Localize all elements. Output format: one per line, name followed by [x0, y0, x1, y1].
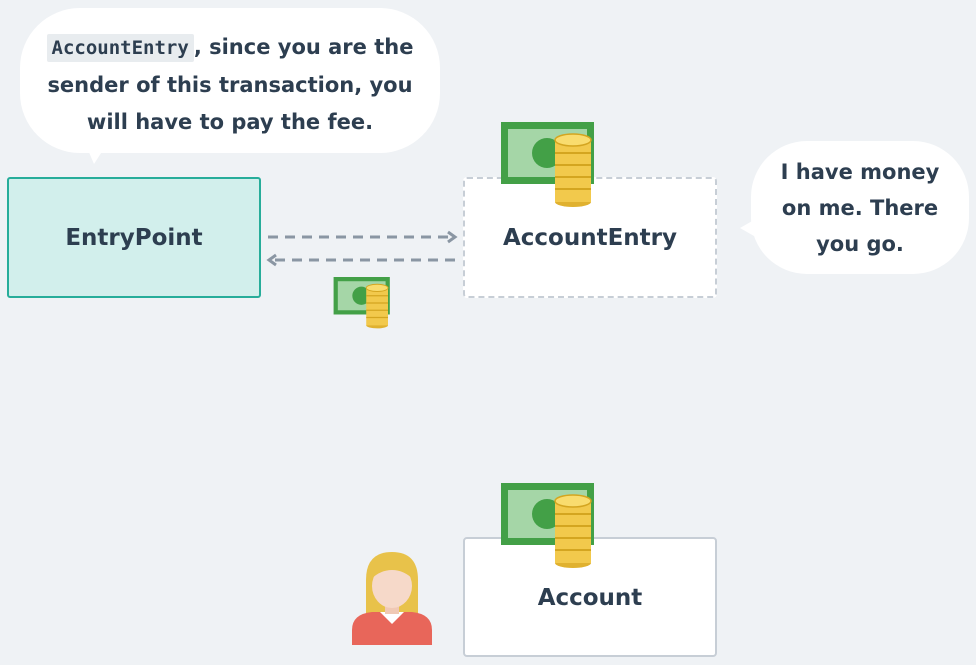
money-icon	[501, 483, 594, 568]
bubble-line-1-rest: , since you are the	[193, 35, 414, 59]
bubble-line-1: I have money	[780, 160, 940, 184]
bubble-tail	[740, 220, 754, 236]
accountentry-label: AccountEntry	[502, 224, 678, 251]
speech-bubble-accountentry: I have money on me. There you go.	[740, 141, 969, 274]
entrypoint-box: EntryPoint	[7, 177, 261, 298]
code-account-entry: AccountEntry	[46, 34, 194, 62]
money-icon	[501, 122, 594, 207]
speech-bubble-entrypoint: AccountEntry, since you are the sender o…	[20, 8, 440, 164]
bubble-line-3: will have to pay the fee.	[86, 110, 374, 134]
coins-icon	[554, 494, 592, 568]
bubble-line-2: on me. There	[781, 196, 939, 220]
coins-icon	[554, 133, 592, 207]
dashed-arrow-right	[268, 230, 458, 244]
bubble-tail	[88, 150, 103, 164]
person-icon	[352, 552, 432, 645]
account-label: Account	[537, 585, 643, 611]
dashed-arrow-left	[266, 253, 457, 267]
bubble-line-2: sender of this transaction, you	[47, 73, 413, 97]
money-icon	[333, 277, 390, 329]
coins-icon	[365, 283, 389, 329]
bubble-line-3: you go.	[816, 232, 904, 256]
entrypoint-label: EntryPoint	[65, 224, 203, 251]
bubble-line-1: AccountEntry, since you are the	[20, 29, 440, 67]
